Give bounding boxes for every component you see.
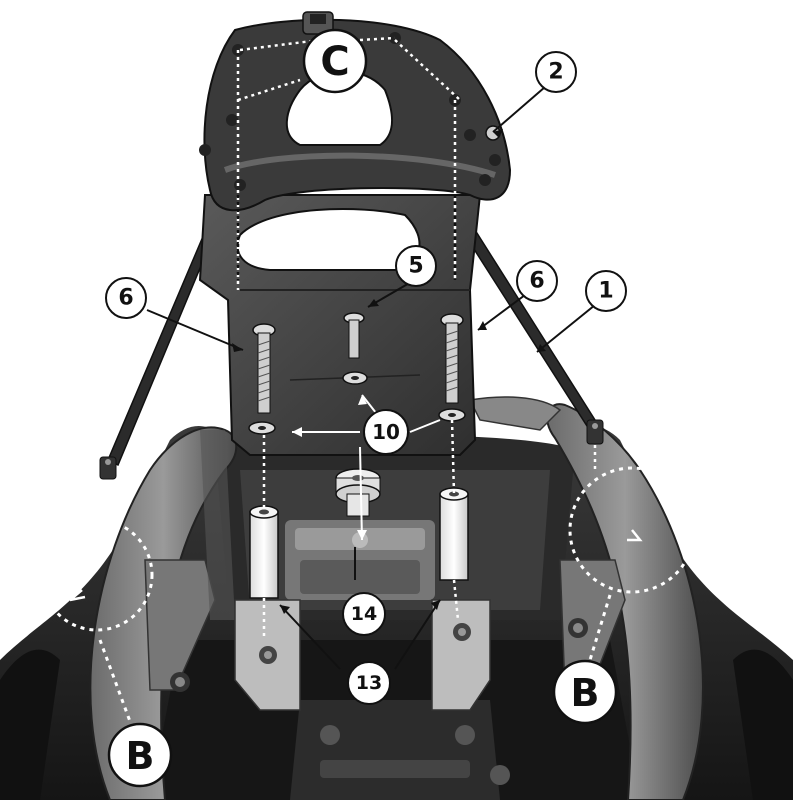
callout-5-label: 5 [408, 254, 423, 279]
alignment-guides-dark [236, 195, 457, 280]
callout-6-left-label: 6 [118, 286, 133, 311]
body-mount-brackets [234, 599, 491, 711]
detail-circle-right [568, 466, 696, 661]
callout-14: 14 [342, 592, 386, 636]
callout-6-left: 6 [105, 277, 147, 319]
callout-6-right: 6 [516, 260, 558, 302]
callout-10-label: 10 [372, 420, 400, 444]
leader-arrowheads [232, 129, 546, 614]
center-bushing [335, 468, 381, 517]
callout-10: 10 [363, 409, 409, 455]
left-grab-rail [89, 426, 238, 800]
letter-c-label: C [320, 39, 349, 85]
callout-13: 13 [347, 661, 391, 705]
letter-callout-b-left: B [107, 722, 173, 788]
mounting-plate [198, 194, 482, 456]
callout-2-label: 2 [548, 60, 563, 85]
bolt-left [252, 323, 276, 414]
letter-callout-c: C [302, 28, 368, 94]
callout-13-label: 13 [356, 672, 382, 694]
leader-arrowheads-white [292, 395, 367, 540]
bolt-right [440, 313, 464, 404]
screw-center [343, 312, 365, 359]
callout-1-label: 1 [598, 279, 613, 304]
callout-6-right-label: 6 [529, 269, 544, 294]
motorcycle-rear-body [0, 426, 793, 800]
detail-circle-left [40, 518, 154, 736]
callout-2: 2 [535, 51, 577, 93]
top-rack-plate [199, 11, 512, 212]
letter-callout-b-right: B [552, 659, 618, 725]
callout-14-label: 14 [351, 603, 377, 625]
callout-5: 5 [395, 245, 437, 287]
callout-1: 1 [585, 270, 627, 312]
spacer-right [439, 487, 469, 581]
right-grab-rail [468, 396, 704, 800]
letter-b-left-label: B [126, 734, 155, 778]
alignment-guides [106, 36, 597, 640]
spacer-left [249, 505, 279, 599]
letter-b-right-label: B [571, 671, 600, 715]
